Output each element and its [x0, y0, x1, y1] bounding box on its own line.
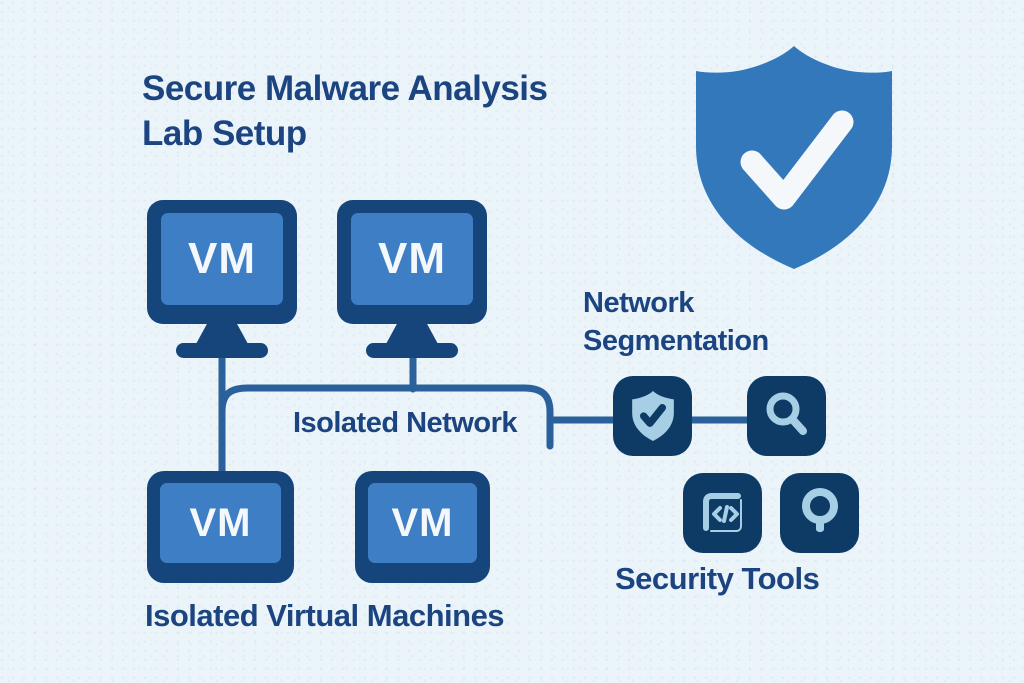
monitor-base [366, 343, 458, 358]
vm-label: VM [378, 234, 446, 283]
vm-tablet-4: VM [355, 471, 490, 583]
round-pin-icon [801, 488, 838, 532]
monitor-screen: VM [161, 213, 283, 305]
segmentation-shield-tile [613, 376, 692, 456]
magnifier-handle [788, 416, 807, 435]
isolated-vms-label: Isolated Virtual Machines [145, 598, 505, 633]
code-chevron-left [711, 506, 722, 522]
monitor-screen: VM [351, 213, 473, 305]
shield-tick [740, 110, 854, 210]
monitor-base [176, 343, 268, 358]
pin-ring [801, 488, 838, 524]
monitor-frame: VM [147, 200, 297, 324]
page-title-line1: Secure Malware Analysis [142, 69, 548, 108]
shield-check-icon [696, 46, 892, 269]
tablet-screen: VM [368, 483, 477, 563]
code-window-bar [702, 493, 741, 531]
vm-monitor-2: VM [337, 200, 487, 358]
vm-label: VM [391, 500, 454, 545]
network-segmentation-line2: Segmentation [583, 325, 769, 357]
isolated-network-label: Isolated Network [292, 407, 518, 439]
vm-monitor-1: VM [147, 200, 297, 358]
vm-label: VM [189, 500, 252, 545]
page-title: Secure Malware Analysis Lab Setup [142, 66, 548, 156]
code-slash [721, 505, 729, 523]
page-title-line2: Lab Setup [142, 114, 307, 153]
code-window-outline [709, 499, 742, 532]
network-segmentation-label: Network Segmentation [583, 284, 769, 360]
monitor-stand [196, 323, 248, 344]
vm-tablet-3: VM [147, 471, 294, 583]
network-segmentation-line1: Network [583, 287, 694, 319]
magnifier-icon [766, 392, 807, 435]
shield-body [696, 46, 892, 269]
segmentation-magnifier-tile [747, 376, 826, 456]
monitor-frame: VM [337, 200, 487, 324]
security-pin-tile [780, 473, 859, 553]
shield-badge-icon [631, 391, 674, 441]
vm-label: VM [188, 234, 256, 283]
monitor-stand [386, 323, 438, 344]
security-tools-label: Security Tools [615, 561, 820, 596]
wire-isolated-network-bracket [218, 384, 554, 450]
magnifier-lens [766, 392, 799, 426]
tablet-screen: VM [160, 483, 281, 563]
code-window-icon [702, 493, 742, 532]
code-chevron-right [728, 506, 739, 522]
pin-stem [815, 519, 824, 532]
shield-badge-tick [639, 404, 666, 427]
security-code-tile [683, 473, 762, 553]
